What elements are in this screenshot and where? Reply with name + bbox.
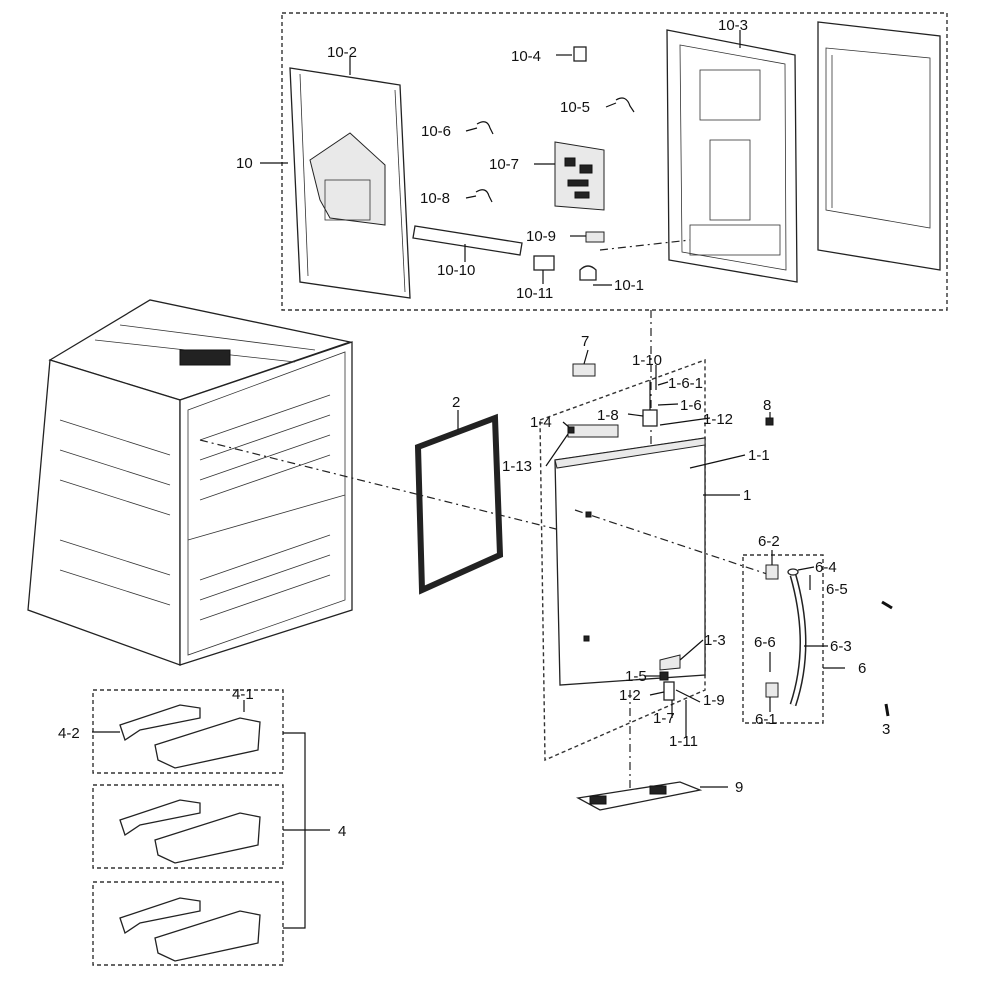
part-10-3-liner xyxy=(599,29,798,283)
label-1-12: 1-12 xyxy=(703,411,733,428)
part-2-gasket xyxy=(414,410,504,595)
part-10-5 xyxy=(615,97,635,113)
label-1-6-1: 1-6-1 xyxy=(668,375,703,392)
label-6-3: 6-3 xyxy=(830,638,852,655)
label-9: 9 xyxy=(735,779,743,796)
part-10-door-panel xyxy=(817,21,941,271)
label-1-1: 1-1 xyxy=(748,447,770,464)
label-1-13: 1-13 xyxy=(502,458,532,475)
part-1-13-bracket xyxy=(567,424,619,438)
group-6-dashed-box xyxy=(742,554,824,724)
label-1-4: 1-4 xyxy=(530,414,552,431)
label-1-9: 1-9 xyxy=(703,692,725,709)
bin-set-3 xyxy=(119,897,261,962)
part-6-1 xyxy=(765,682,779,698)
label-4-1: 4-1 xyxy=(232,686,254,703)
group-10-assembly xyxy=(260,12,948,311)
part-1-6 xyxy=(642,409,658,427)
part-10-10 xyxy=(412,225,523,256)
label-6-2: 6-2 xyxy=(758,533,780,550)
group-4-bins xyxy=(92,689,330,966)
label-6-6: 6-6 xyxy=(754,634,776,651)
group-6-handle xyxy=(742,550,845,724)
part-1-2 xyxy=(663,681,675,701)
part-10-6 xyxy=(476,121,494,135)
part-1-door xyxy=(539,359,746,762)
label-1-10: 1-10 xyxy=(632,352,662,369)
label-10-2: 10-2 xyxy=(327,44,357,61)
label-1-11: 1-11 xyxy=(669,733,698,750)
label-10-3: 10-3 xyxy=(718,17,748,34)
label-4-2: 4-2 xyxy=(58,725,80,742)
label-2: 2 xyxy=(452,394,460,411)
connector-cabinet-to-door xyxy=(199,439,561,531)
label-1-6: 1-6 xyxy=(680,397,702,414)
bin-box-3 xyxy=(92,881,284,966)
label-10-11: 10-11 xyxy=(516,285,553,302)
label-4: 4 xyxy=(338,823,346,840)
part-10-7-board xyxy=(554,141,605,211)
part-10-1 xyxy=(579,265,597,281)
part-3-screws xyxy=(881,600,893,717)
label-10-8: 10-8 xyxy=(420,190,450,207)
door-hardware xyxy=(545,349,774,738)
label-1-3: 1-3 xyxy=(704,632,726,649)
part-10-2-panel xyxy=(289,67,411,299)
label-1-7: 1-7 xyxy=(653,710,675,727)
part-1-5 xyxy=(659,671,669,681)
part-6-4 xyxy=(787,568,799,576)
label-10-5: 10-5 xyxy=(560,99,590,116)
bin-box-2 xyxy=(92,784,284,869)
label-10: 10 xyxy=(236,155,253,172)
label-10-6: 10-6 xyxy=(421,123,451,140)
part-7 xyxy=(572,363,596,377)
label-6: 6 xyxy=(858,660,866,677)
part-10-8 xyxy=(475,189,493,203)
label-6-1: 6-1 xyxy=(755,711,777,728)
label-8: 8 xyxy=(763,397,771,414)
label-1-8: 1-8 xyxy=(597,407,619,424)
label-10-9: 10-9 xyxy=(526,228,556,245)
group-10-dashed-box xyxy=(281,12,948,311)
label-6-4: 6-4 xyxy=(815,559,837,576)
refrigerator-cabinet xyxy=(27,299,353,666)
bin-set-2 xyxy=(119,799,261,864)
label-10-4: 10-4 xyxy=(511,48,541,65)
part-1-4 xyxy=(567,426,575,434)
label-1: 1 xyxy=(743,487,751,504)
connector-door-to-handle xyxy=(574,509,771,576)
label-7: 7 xyxy=(581,333,589,350)
label-1-2: 1-2 xyxy=(619,687,641,704)
part-6-2 xyxy=(765,564,779,580)
label-10-10: 10-10 xyxy=(437,262,475,279)
part-10-11 xyxy=(533,255,555,271)
label-6-5: 6-5 xyxy=(826,581,848,598)
part-9-trim xyxy=(576,781,728,811)
label-10-1: 10-1 xyxy=(614,277,644,294)
group-1-dashed-box xyxy=(539,359,706,762)
part-labels: 10 10-2 10-4 10-3 10-5 10-6 10-7 10-8 10… xyxy=(58,17,890,840)
part-10-4 xyxy=(573,46,587,62)
part-10-9 xyxy=(585,231,605,243)
label-10-7: 10-7 xyxy=(489,156,519,173)
bin-set-1 xyxy=(119,704,261,769)
label-3: 3 xyxy=(882,721,890,738)
part-1-3-hinge xyxy=(659,654,681,671)
part-8 xyxy=(765,417,774,426)
label-1-5: 1-5 xyxy=(625,668,647,685)
cabinet-ribs xyxy=(59,324,331,621)
